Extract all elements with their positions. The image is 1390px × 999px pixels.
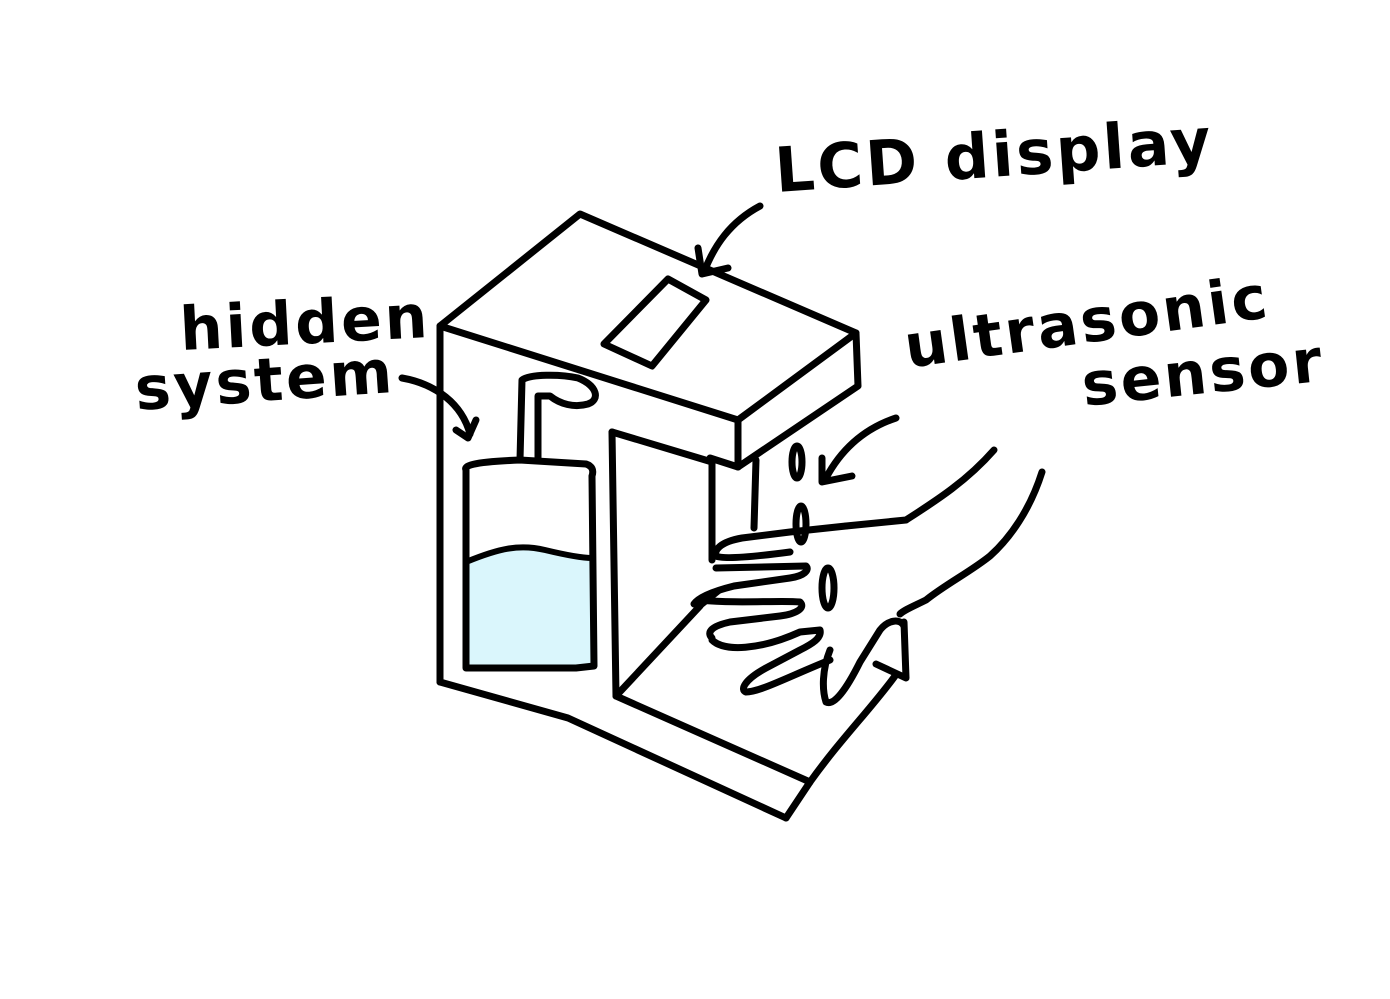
sensor-wave-3 <box>822 568 834 608</box>
base-front-plate <box>786 782 810 818</box>
hand-ring-finger <box>712 630 830 692</box>
sensor-wave-2 <box>796 506 806 542</box>
bottle-liquid <box>466 547 592 668</box>
hand-palm-outer <box>900 472 1042 614</box>
label-hidden-system-line2: system <box>133 342 397 420</box>
dispensing-bay-floor-left <box>616 606 700 696</box>
lcd-screen <box>604 279 706 366</box>
sensor-column-edge <box>754 460 756 528</box>
dispensing-bay-floor-front <box>616 696 810 782</box>
dispensing-bay-back-left <box>612 432 616 696</box>
hand-wrist-upper <box>846 450 994 526</box>
bottle-pump <box>520 375 595 460</box>
hand-pinky <box>823 621 904 703</box>
arrow-hidden <box>402 378 470 434</box>
sensor-wave-1 <box>792 446 802 478</box>
arrow-lcd <box>704 206 760 272</box>
dispensing-bay-top <box>612 432 712 462</box>
hand-middle-finger <box>700 600 802 638</box>
hand-thumb <box>716 526 846 558</box>
housing-top-face <box>440 214 856 420</box>
arrow-ultrasonic <box>826 418 896 478</box>
